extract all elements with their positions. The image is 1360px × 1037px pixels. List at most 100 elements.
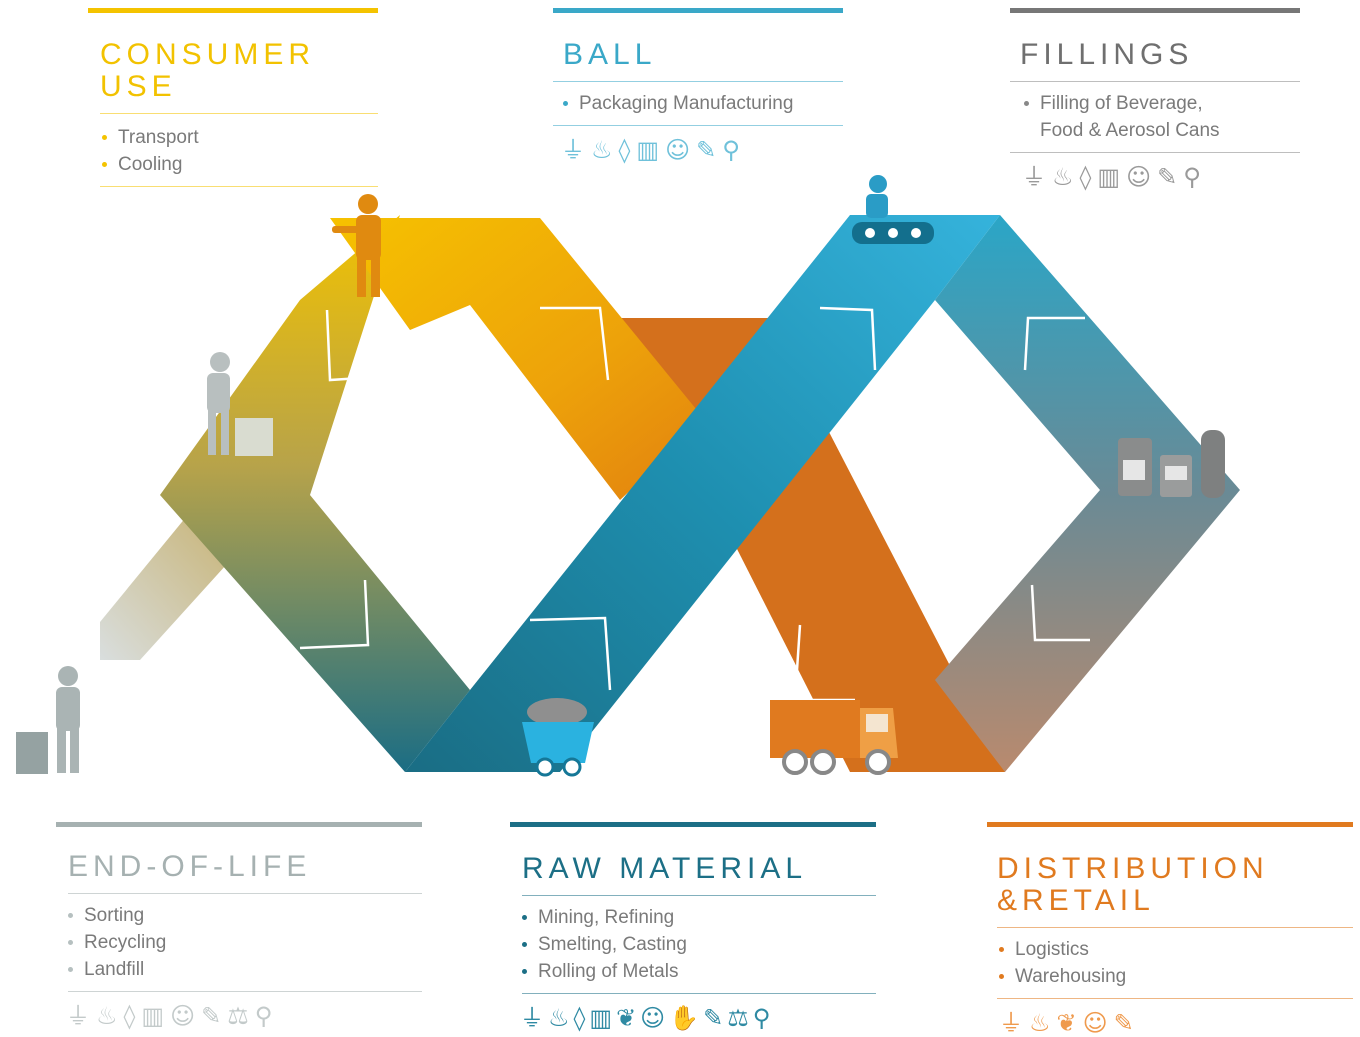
- scale-icon: ⚖: [727, 1004, 749, 1032]
- panel-divider: [1010, 152, 1300, 153]
- bin-icon: ▥: [1097, 163, 1121, 191]
- bin-icon: ▥: [636, 136, 660, 164]
- mask-icon: ☺: [170, 1002, 196, 1030]
- plug-icon: ⏚: [520, 1004, 544, 1032]
- magnifier-icon: ⚲: [1183, 163, 1201, 191]
- scale-icon: ⚖: [227, 1002, 249, 1030]
- panel-title: CONSUMER USE: [100, 38, 316, 103]
- panel-divider: [1010, 81, 1300, 82]
- panel-topbar: [56, 822, 422, 827]
- panel-divider: [68, 893, 422, 894]
- panel-distribution-retail: DISTRIBUTION &RETAIL Logistics Warehousi…: [987, 822, 1353, 1037]
- raw-material-items: Mining, Refining Smelting, Casting Rolli…: [520, 904, 876, 985]
- panel-divider: [997, 998, 1353, 999]
- magnifier-icon: ⚲: [752, 1004, 771, 1032]
- panel-divider: [553, 125, 843, 126]
- list-item: Packaging Manufacturing: [561, 90, 843, 117]
- panel-divider: [553, 81, 843, 82]
- water-drop-icon: ◊: [573, 1004, 586, 1032]
- panel-end-of-life: END-OF-LIFE Sorting Recycling Landfill ⏚…: [56, 822, 422, 1030]
- pencil-icon: ✎: [696, 136, 717, 164]
- leaf-icon: ❦: [1056, 1009, 1077, 1037]
- mask-icon: ☺: [665, 136, 691, 164]
- mine-cart-illustration: [522, 698, 594, 777]
- panel-topbar: [987, 822, 1353, 827]
- panel-title: BALL: [563, 38, 657, 71]
- panel-topbar: [510, 822, 876, 827]
- list-item: Filling of Beverage, Food & Aerosol Cans: [1022, 90, 1242, 144]
- band-right-lobe: [935, 215, 1240, 772]
- panel-title: RAW MATERIAL: [522, 852, 808, 885]
- band-blue-rising: [405, 215, 1000, 772]
- drop-icon: ♨: [548, 1004, 570, 1032]
- list-item: Mining, Refining: [520, 904, 876, 931]
- panel-divider: [68, 991, 422, 992]
- pencil-icon: ✎: [1113, 1009, 1134, 1037]
- end-of-life-items: Sorting Recycling Landfill: [66, 902, 422, 983]
- recycling-figure: [207, 352, 273, 456]
- cans-illustration: [1118, 430, 1225, 498]
- panel-consumer-use: CONSUMER USE Transport Cooling: [88, 8, 378, 187]
- panel-divider: [522, 993, 876, 994]
- panel-topbar: [1010, 8, 1300, 13]
- bin-icon: ▥: [141, 1002, 165, 1030]
- mask-icon: ☺: [640, 1004, 666, 1032]
- consumer-figure: [332, 194, 381, 297]
- factory-worker-figure: [852, 175, 934, 244]
- band-yellow-top: [330, 218, 705, 500]
- ball-items: Packaging Manufacturing: [561, 90, 843, 117]
- hand-icon: ✋: [669, 1004, 700, 1032]
- panel-divider: [522, 895, 876, 896]
- truck-illustration: [770, 700, 898, 775]
- raw-material-impact-icons: ⏚ ♨ ◊ ▥ ❦ ☺ ✋ ✎ ⚖ ⚲: [520, 1004, 876, 1032]
- bin-icon: ▥: [589, 1004, 613, 1032]
- landfill-figure: [16, 666, 80, 774]
- water-drop-icon: ◊: [1079, 163, 1092, 191]
- panel-ball: BALL Packaging Manufacturing ⏚ ♨ ◊ ▥ ☺ ✎…: [553, 8, 843, 164]
- panel-divider: [100, 186, 378, 187]
- ball-impact-icons: ⏚ ♨ ◊ ▥ ☺ ✎ ⚲: [561, 136, 843, 164]
- mask-icon: ☺: [1126, 163, 1152, 191]
- plug-icon: ⏚: [66, 1002, 90, 1030]
- list-item: Sorting: [66, 902, 422, 929]
- leaf-icon: ❦: [616, 1004, 637, 1032]
- plug-icon: ⏚: [999, 1009, 1023, 1037]
- list-item: Transport: [100, 124, 378, 151]
- mask-icon: ☺: [1082, 1009, 1108, 1037]
- distribution-items: Logistics Warehousing: [997, 936, 1353, 990]
- plug-icon: ⏚: [1022, 163, 1046, 191]
- drop-icon: ♨: [1029, 1009, 1051, 1037]
- plug-icon: ⏚: [561, 136, 585, 164]
- drop-icon: ♨: [591, 136, 613, 164]
- flow-chevrons: [299, 306, 1090, 702]
- drop-icon: ♨: [96, 1002, 118, 1030]
- end-of-life-impact-icons: ⏚ ♨ ◊ ▥ ☺ ✎ ⚖ ⚲: [66, 1002, 422, 1030]
- list-item: Rolling of Metals: [520, 958, 876, 985]
- panel-title: END-OF-LIFE: [68, 850, 312, 883]
- fillings-impact-icons: ⏚ ♨ ◊ ▥ ☺ ✎ ⚲: [1022, 163, 1300, 191]
- list-item: Recycling: [66, 929, 422, 956]
- fillings-items: Filling of Beverage, Food & Aerosol Cans: [1022, 90, 1242, 144]
- water-drop-icon: ◊: [618, 136, 631, 164]
- pencil-icon: ✎: [703, 1004, 724, 1032]
- pencil-icon: ✎: [1157, 163, 1178, 191]
- list-item: Landfill: [66, 956, 422, 983]
- pencil-icon: ✎: [201, 1002, 222, 1030]
- drop-icon: ♨: [1052, 163, 1074, 191]
- panel-divider: [997, 927, 1353, 928]
- panel-topbar: [553, 8, 843, 13]
- magnifier-icon: ⚲: [722, 136, 740, 164]
- consumer-use-items: Transport Cooling: [100, 124, 378, 178]
- band-left-lobe: [160, 215, 470, 772]
- list-item: Warehousing: [997, 963, 1353, 990]
- panel-topbar: [88, 8, 378, 13]
- panel-title: FILLINGS: [1020, 38, 1194, 71]
- magnifier-icon: ⚲: [254, 1002, 273, 1030]
- water-drop-icon: ◊: [123, 1002, 136, 1030]
- list-item: Smelting, Casting: [520, 931, 876, 958]
- panel-divider: [100, 113, 378, 114]
- distribution-impact-icons: ⏚ ♨ ❦ ☺ ✎: [999, 1009, 1353, 1037]
- list-item: Cooling: [100, 151, 378, 178]
